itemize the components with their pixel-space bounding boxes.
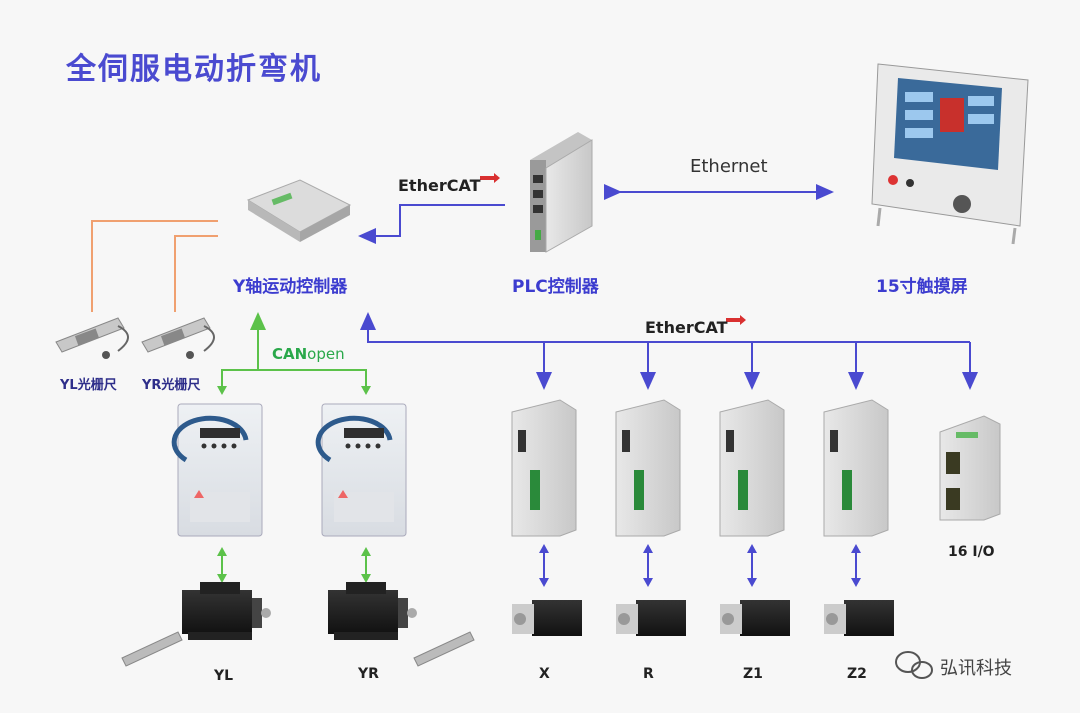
touchscreen-device — [871, 63, 1029, 245]
touchscreen-label: 15寸触摸屏 — [876, 277, 968, 297]
motor-r — [616, 600, 686, 636]
motor-x — [512, 600, 582, 636]
yr-scale-device — [141, 317, 215, 359]
servo-drive-z1 — [719, 399, 785, 537]
yr-drive — [315, 403, 407, 537]
motor-z2 — [824, 600, 894, 636]
y-axis-controller — [246, 179, 352, 242]
yl-label: YL — [214, 668, 234, 684]
canopen-open: open — [307, 345, 345, 363]
ethercat-label-top: EtherCAT — [398, 176, 481, 195]
canopen-can: CAN — [272, 345, 308, 363]
yl-scale-label: YL光栅尺 — [60, 378, 117, 393]
yl-drive — [171, 403, 263, 537]
ethercat-label-bottom: EtherCAT — [645, 318, 728, 337]
z1-label: Z1 — [743, 666, 763, 682]
r-label: R — [643, 666, 654, 682]
yl-scale-device — [55, 317, 129, 359]
ethercat-bus — [360, 312, 970, 343]
z2-label: Z2 — [847, 666, 867, 682]
servo-drive-r — [615, 399, 681, 537]
watermark: 弘讯科技 — [940, 658, 1012, 679]
wechat-icon — [895, 651, 933, 679]
plc-label: PLC控制器 — [512, 277, 599, 297]
io-label: 16 I/O — [948, 544, 995, 560]
servo-drive-z2 — [823, 399, 889, 537]
y-controller-label: Y轴运动控制器 — [233, 277, 348, 297]
ethernet-label: Ethernet — [690, 156, 768, 177]
motor-z1 — [720, 600, 790, 636]
yr-scale-label: YR光栅尺 — [142, 378, 201, 393]
plc-controller — [530, 132, 593, 253]
ethercat-link-y — [358, 204, 505, 244]
servo-drive-x — [511, 399, 577, 537]
yr-label: YR — [358, 666, 379, 682]
motor-yl — [121, 582, 271, 667]
x-label: X — [539, 666, 550, 682]
motor-yr — [328, 582, 475, 667]
canopen-bus — [221, 369, 367, 392]
io-module — [939, 415, 1001, 521]
page-title: 全伺服电动折弯机 — [66, 52, 322, 87]
canopen-label: CANopen — [272, 345, 345, 363]
